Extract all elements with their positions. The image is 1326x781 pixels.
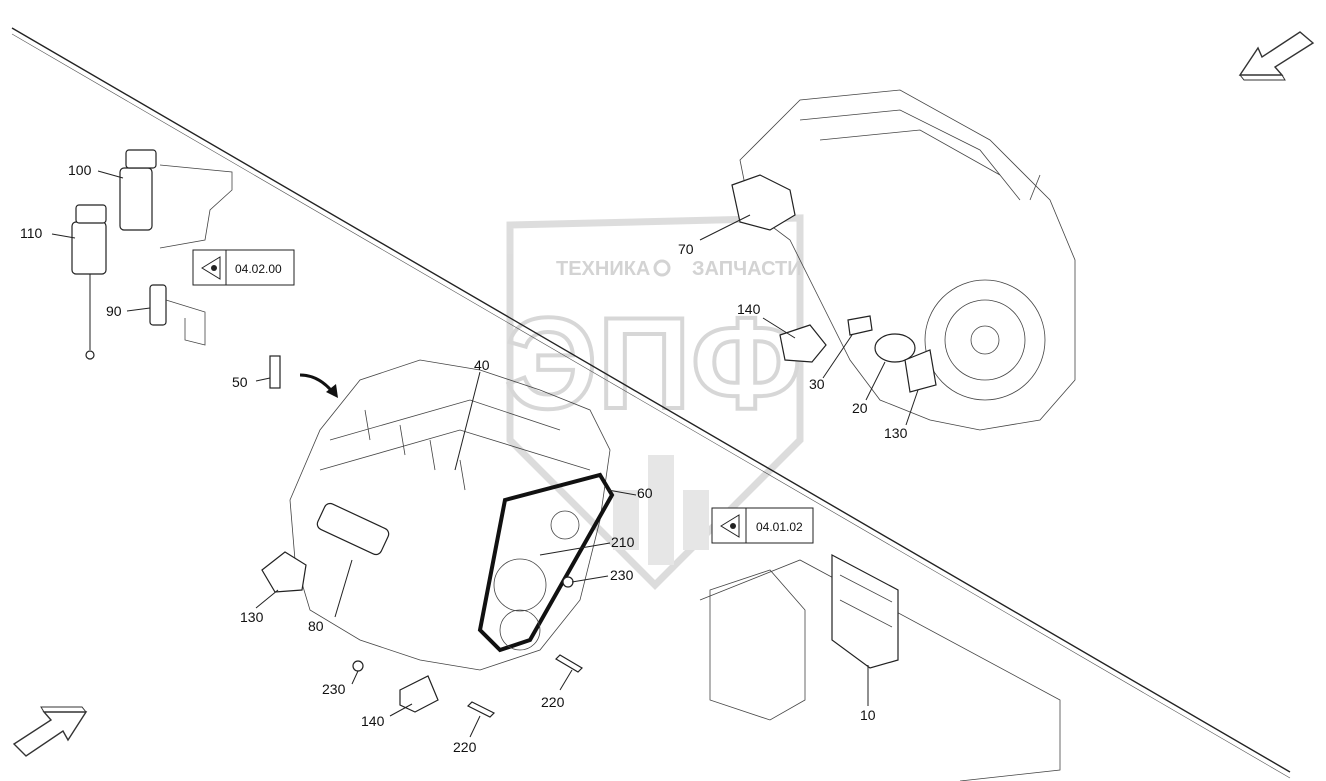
callout-100: 100 (68, 162, 92, 178)
watermark-building-icon (613, 455, 709, 565)
ecu-10 (831, 554, 899, 669)
starter-80 (316, 502, 390, 556)
callout-60: 60 (637, 485, 653, 501)
callout-20: 20 (852, 400, 868, 416)
callout-130-upper: 130 (884, 425, 908, 441)
watermark: ТЕХНИКА ЗАПЧАСТИ ЭПФ (503, 214, 804, 590)
ecu-group (699, 554, 1061, 781)
callout-140-upper: 140 (737, 301, 761, 317)
callout-90: 90 (106, 303, 122, 319)
watermark-text-right: ЗАПЧАСТИ (692, 258, 802, 280)
nut-230-lower (352, 660, 364, 672)
leader-lines (51, 170, 919, 738)
nav-prev-arrow[interactable] (12, 706, 88, 757)
engine-lower-center (261, 355, 615, 718)
engine-upper-right (731, 89, 1076, 431)
callout-230-upper: 230 (610, 567, 634, 583)
bolt-220-lower (466, 701, 496, 718)
part-140-upper (779, 324, 827, 363)
fuel-filter-110 (71, 221, 107, 275)
callout-30: 30 (809, 376, 825, 392)
part-130-upper (904, 349, 937, 393)
watermark-big-text: ЭПФ (505, 290, 802, 436)
injector-50 (269, 355, 281, 389)
callout-220-lower: 220 (453, 739, 477, 755)
reference-label-1: 04.02.00 (235, 262, 282, 276)
belt-60 (477, 472, 615, 653)
callout-50: 50 (232, 374, 248, 390)
callout-220-right: 220 (541, 694, 565, 710)
fuel-filter-100 (119, 167, 153, 231)
callout-labels: 100 110 90 50 40 60 70 140 30 20 130 210… (20, 162, 908, 755)
callout-230-lower: 230 (322, 681, 346, 697)
watermark-text-left: ТЕХНИКА (556, 258, 650, 280)
reference-box-2[interactable]: 04.01.02 (711, 507, 814, 544)
part-130-lower (261, 551, 307, 593)
separator-line-inner (11, 33, 1291, 779)
fuel-filter-group (71, 149, 233, 360)
callout-130-lower: 130 (240, 609, 264, 625)
callout-80: 80 (308, 618, 324, 634)
gear-icon (653, 259, 671, 277)
callout-140-lower: 140 (361, 713, 385, 729)
callout-110: 110 (20, 225, 43, 241)
pump-90 (149, 284, 167, 326)
part-30 (847, 315, 873, 336)
separator-line (11, 27, 1291, 773)
bolt-220-right (555, 654, 583, 673)
filter-20 (874, 333, 916, 363)
part-140-lower (399, 675, 439, 713)
nav-next-arrow[interactable] (1238, 31, 1315, 81)
callout-210: 210 (611, 534, 635, 550)
reference-label-2: 04.01.02 (756, 520, 803, 534)
callout-40: 40 (474, 357, 490, 373)
callout-10: 10 (860, 707, 876, 723)
reference-box-1[interactable]: 04.02.00 (192, 249, 295, 286)
callout-70: 70 (678, 241, 694, 257)
nut-230-upper (562, 576, 574, 588)
